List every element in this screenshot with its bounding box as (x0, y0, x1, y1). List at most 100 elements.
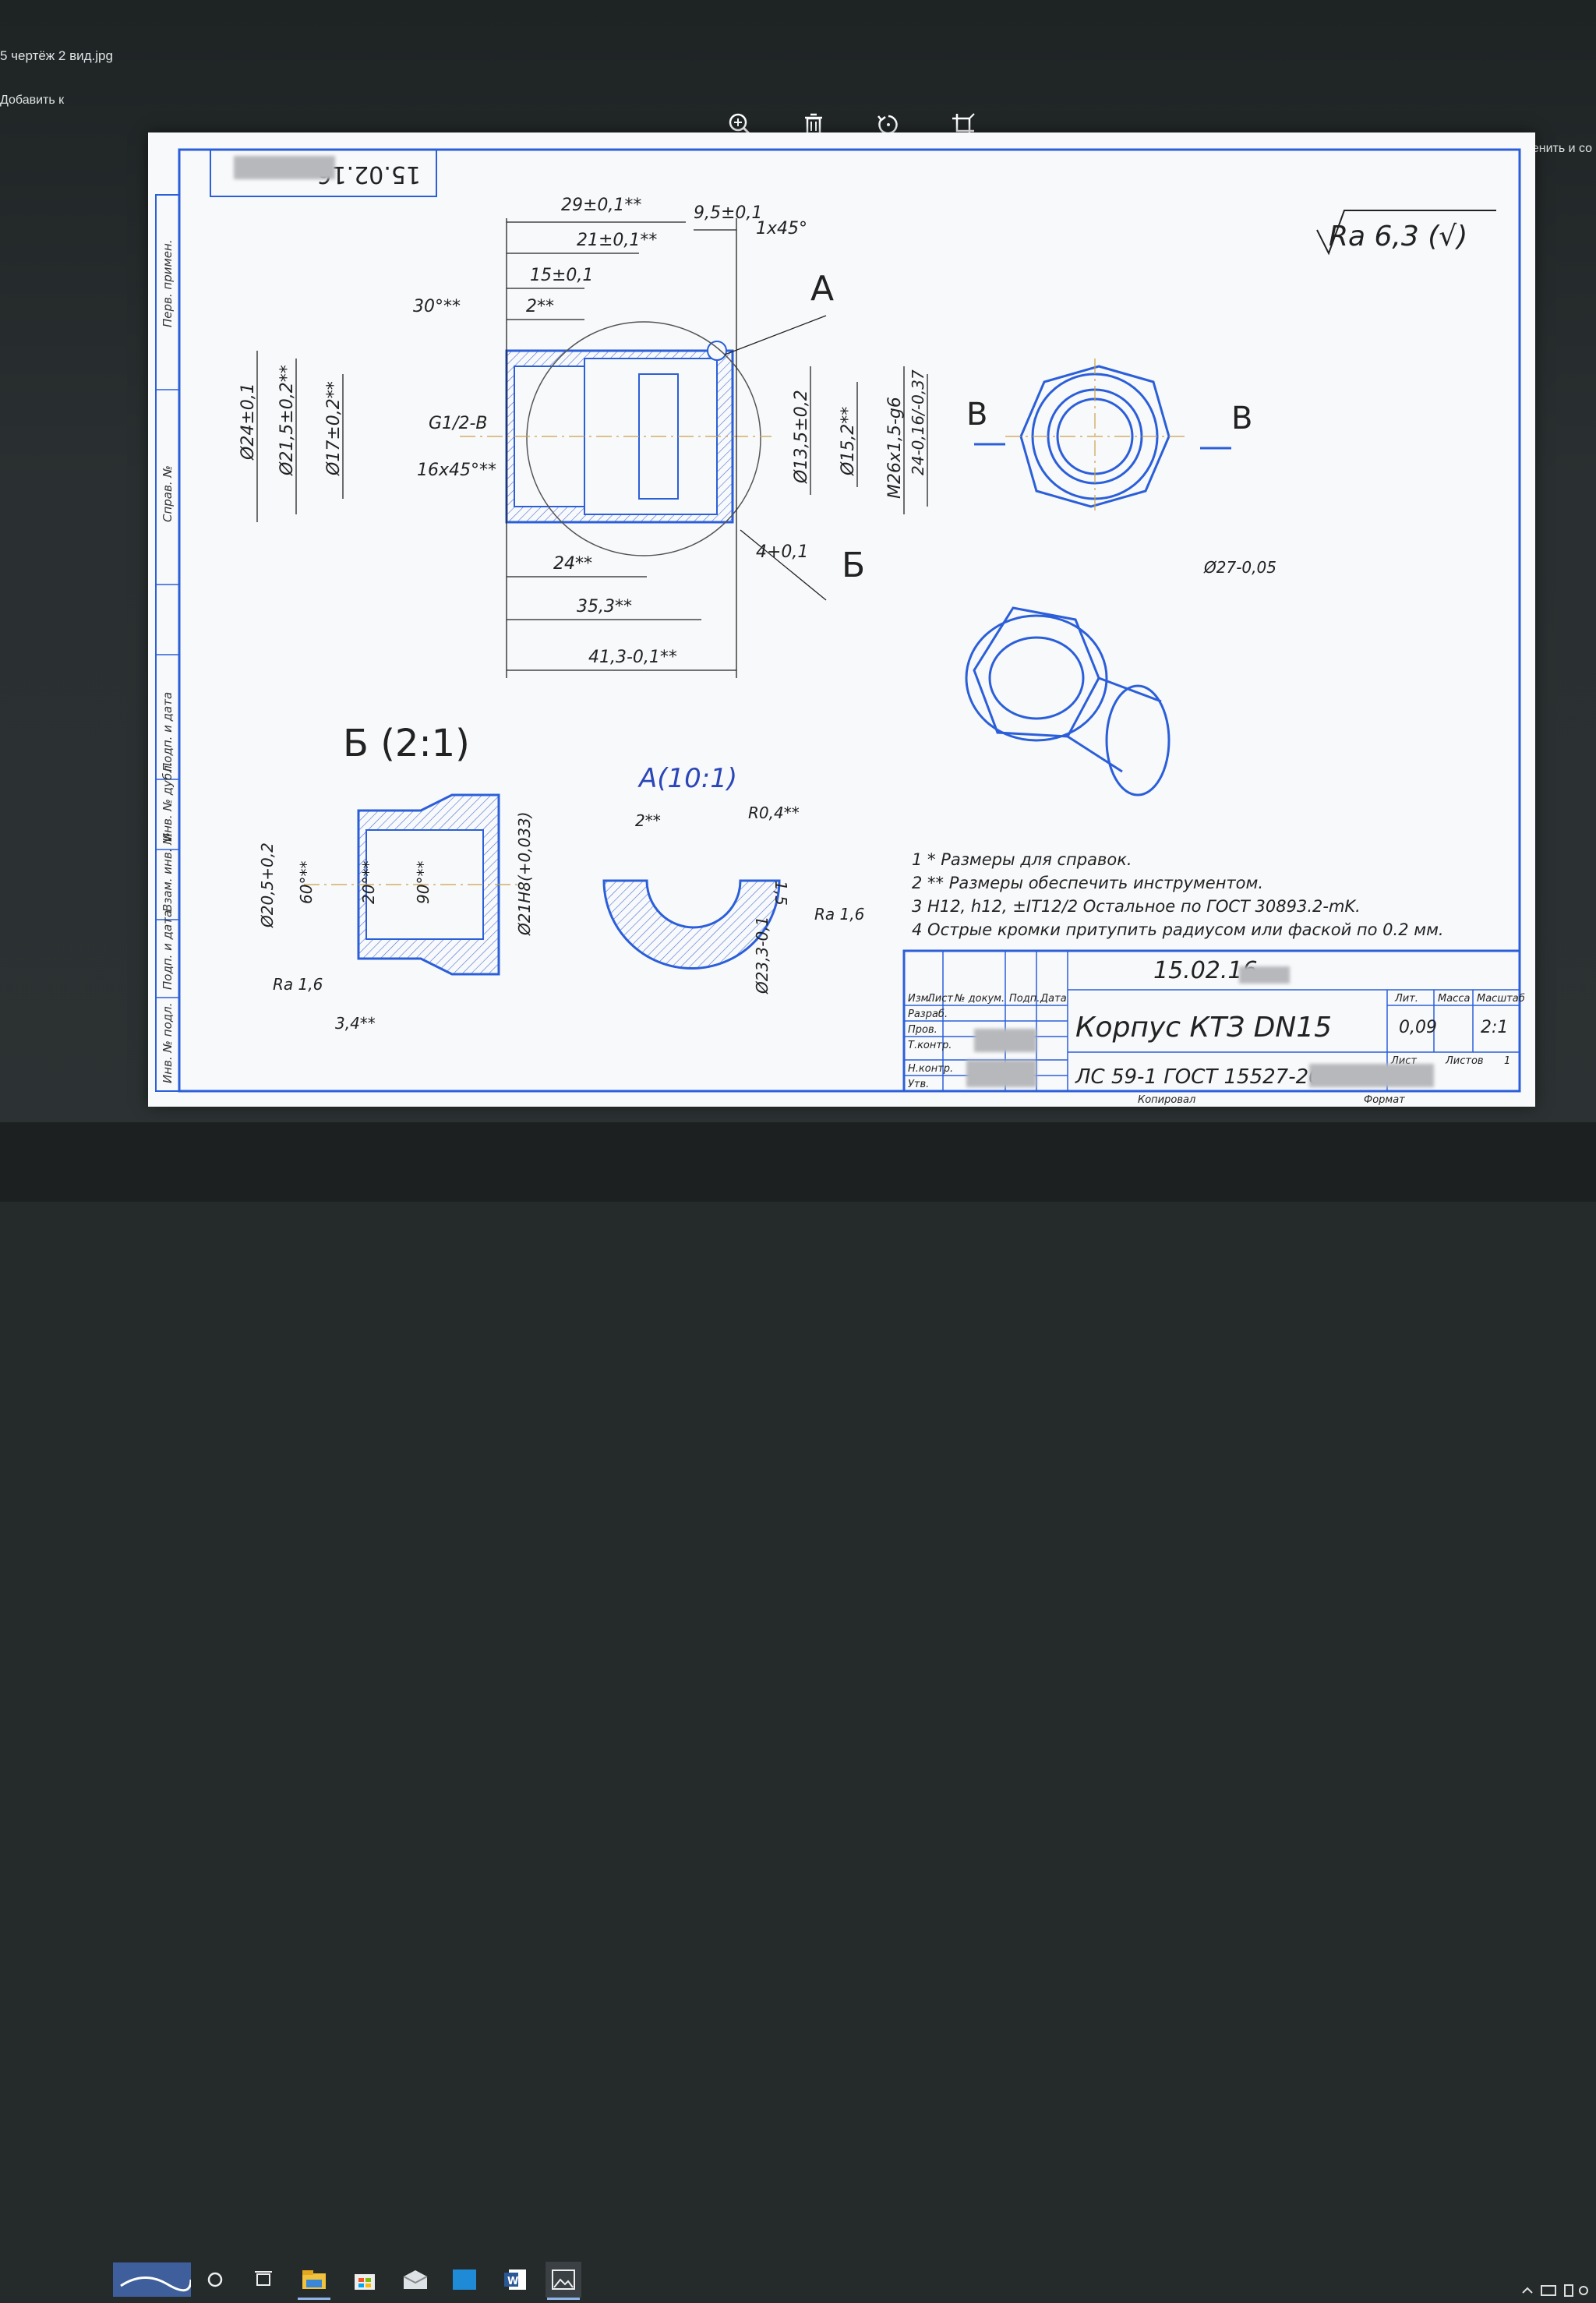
drawing-image: Перв. примен. Справ. № Подп. и дата Инв.… (148, 132, 1535, 1107)
scale-label: Масштаб (1477, 993, 1525, 1005)
format-label: Формат (1364, 1094, 1405, 1106)
sheets-value: 1 (1504, 1055, 1510, 1067)
detail-a-roughness: Ra 1,6 (814, 905, 864, 924)
note-1: 1 * Размеры для справок. (912, 850, 1132, 869)
system-tray[interactable] (1520, 2282, 1590, 2303)
word-icon[interactable]: W (497, 2262, 533, 2298)
side-label-6: Инв. № подл. (161, 1003, 175, 1083)
stamp-box (210, 149, 437, 197)
role-label-3: Н.контр. (908, 1063, 953, 1075)
blurred-signature-2 (966, 1060, 1036, 1087)
file-name: 5 чертёж 2 вид.jpg (0, 48, 113, 63)
callout-b: Б (842, 546, 865, 585)
dim-r0-4: R0,4** (748, 804, 800, 822)
photos-icon[interactable] (546, 2262, 581, 2298)
detail-b-roughness: Ra 1,6 (273, 975, 323, 994)
dim-90deg: 90°** (414, 861, 433, 904)
role-label-4: Утв. (908, 1079, 929, 1090)
search-icon[interactable] (197, 2262, 233, 2298)
dim-2: 2** (526, 297, 554, 316)
dim-9-5: 9,5±0,1 (694, 203, 762, 223)
dim-20deg: 20°** (359, 861, 378, 904)
header-cell-4: Дата (1040, 993, 1067, 1005)
detail-a-title: А(10:1) (637, 763, 737, 794)
svg-text:W: W (507, 2276, 518, 2287)
technical-drawing: Перв. примен. Справ. № Подп. и дата Инв.… (155, 148, 1525, 1106)
dim-4: 4+0,1 (756, 542, 808, 562)
crop-icon[interactable] (946, 108, 980, 142)
mass-value: 0,09 (1399, 1018, 1437, 1037)
add-to-button[interactable]: Добавить к (0, 94, 65, 107)
app-icon[interactable] (447, 2262, 482, 2298)
blurred-code (1309, 1064, 1434, 1087)
dim-d21h8: Ø21H8(+0,033) (515, 811, 534, 936)
isometric-view (965, 606, 1171, 797)
dim-21: 21±0,1** (577, 231, 657, 250)
copied-label: Копировал (1138, 1094, 1195, 1106)
dim-thread-g: G1/2-B (429, 414, 488, 433)
material: ЛС 59-1 ГОСТ 15527-2004 (1075, 1065, 1347, 1089)
dim-60deg: 60°** (297, 861, 316, 904)
dim-d20-5: Ø20,5+0,2 (258, 842, 277, 928)
blurred-stamp (234, 156, 335, 179)
note-3: 3 Н12, h12, ±IT12/2 Остальное по ГОСТ 30… (912, 897, 1361, 916)
side-label-5: Подп. и дата (161, 910, 175, 990)
file-explorer-icon[interactable] (296, 2262, 332, 2298)
detail-b: Б (2:1) Ø20,5+0,2 60°** 20°** 90°** Ø21H… (258, 722, 534, 1033)
dim-m26: M26x1,5-g6 (885, 397, 905, 499)
start-thumbnail[interactable] (113, 2262, 191, 2298)
side-view: 24-0,16/-0,37 Ø27-0,05 В В (909, 359, 1276, 577)
dim-24-tol: 24-0,16/-0,37 (909, 369, 927, 475)
side-label-0: Перв. примен. (161, 239, 175, 327)
dim-chamfer: 1x45° (756, 219, 807, 238)
taskbar: W (0, 1122, 1596, 2300)
general-roughness: Ra 6,3 (√) (1329, 221, 1467, 253)
detail-a: А(10:1) 2** R0,4** 1,5 Ra 1,6 Ø23,3-0,1 (602, 763, 864, 994)
dim-2-detail: 2** (635, 811, 661, 830)
dim-15: 15±0,1 (530, 266, 593, 285)
blurred-name-top (1239, 966, 1290, 984)
side-label-1: Справ. № (161, 465, 175, 522)
dim-1-5: 1,5 (772, 881, 790, 906)
detail-b-title: Б (2:1) (343, 722, 470, 765)
mass-label: Масса (1438, 993, 1470, 1005)
dim-3-4: 3,4** (335, 1014, 376, 1033)
dim-24: 24** (553, 554, 592, 574)
sheets-label: Листов (1445, 1055, 1484, 1067)
side-column (155, 194, 180, 1092)
dim-d27: Ø27-0,05 (1203, 558, 1276, 577)
task-view-icon[interactable] (245, 2262, 281, 2298)
dim-30deg: 30°** (413, 297, 461, 316)
section-mark-left: В (966, 397, 987, 433)
role-label-2: Т.контр. (908, 1040, 952, 1051)
role-label-0: Разраб. (908, 1008, 948, 1020)
dim-d23-3: Ø23,3-0,1 (753, 917, 772, 994)
photo-viewer-window: 5 чертёж 2 вид.jpg Добавить к Изменить и… (0, 0, 1596, 1202)
mail-icon[interactable] (397, 2262, 433, 2298)
dim-29: 29±0,1** (561, 196, 641, 215)
main-view: 29±0,1** 21±0,1** 15±0,1 2** 9,5±0,1 1x4… (238, 196, 905, 678)
dim-d13-5: Ø13,5±0,2 (792, 390, 811, 484)
part-name: Корпус КТЗ DN15 (1075, 1012, 1332, 1044)
scale-value: 2:1 (1481, 1018, 1508, 1037)
section-mark-right: В (1231, 401, 1252, 436)
dim-35-3: 35,3** (577, 597, 632, 616)
notes-block: 1 * Размеры для справок. 2 ** Размеры об… (912, 850, 1444, 939)
side-label-2: Подп. и дата (161, 692, 175, 772)
dim-16x45: 16x45°** (417, 461, 496, 480)
header-cell-0: Изм. (908, 993, 932, 1005)
note-4: 4 Острые кромки притупить радиусом или ф… (912, 920, 1444, 939)
dim-d24: Ø24±0,1 (238, 383, 258, 461)
dim-41-3: 41,3-0,1** (588, 648, 677, 667)
callout-a: А (810, 269, 834, 309)
dim-d17: Ø17±0,2** (324, 381, 344, 476)
header-cell-1: Лист (927, 993, 953, 1005)
role-label-1: Пров. (908, 1024, 937, 1036)
lit-label: Лит. (1394, 993, 1418, 1005)
header-cell-2: № докум. (954, 993, 1005, 1005)
dim-d15-2: Ø15,2** (839, 407, 858, 476)
photos-active-indicator (547, 2298, 580, 2300)
side-label-3: Инв. № дубл. (161, 761, 175, 842)
header-cell-3: Подп. (1009, 993, 1040, 1005)
store-icon[interactable] (347, 2262, 383, 2298)
